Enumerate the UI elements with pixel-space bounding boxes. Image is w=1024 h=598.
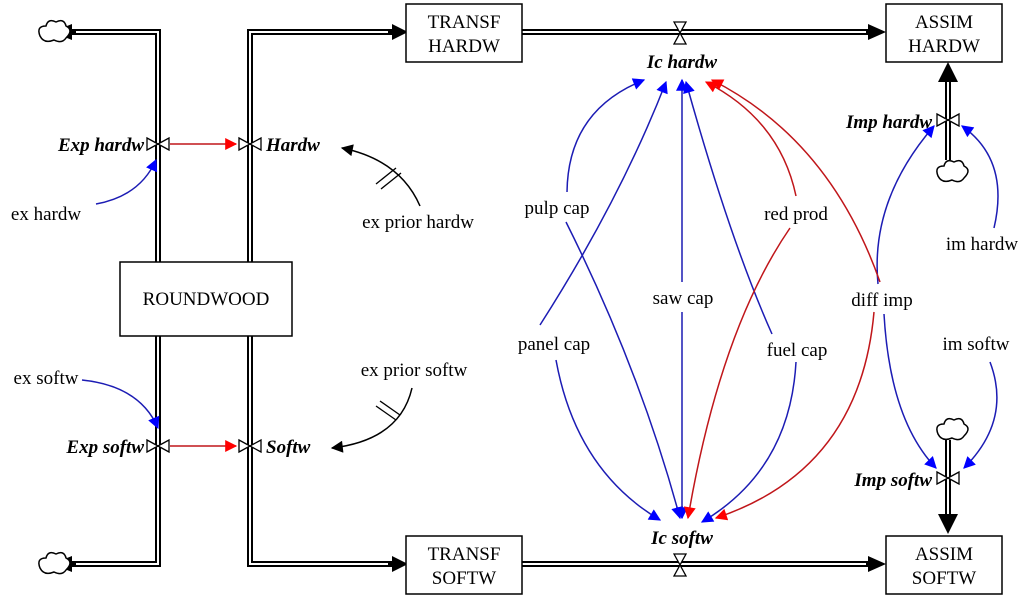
flow-imp-softw-label: Imp softw [853, 470, 932, 491]
red-links [683, 79, 881, 521]
flow-imp-hardw-label: Imp hardw [845, 112, 932, 133]
var-ex-prior-softw: ex prior softw [361, 360, 468, 381]
stock-assim-hardw [885, 3, 1003, 63]
valve-exp-hardw [146, 136, 170, 152]
var-ex-softw: ex softw [14, 368, 79, 389]
var-red-prod: red prod [764, 204, 828, 225]
flow-hardw-label: Hardw [265, 135, 320, 156]
flow-ic-softw-label: Ic softw [650, 528, 713, 549]
stock-transf-hardw-line2: HARDW [428, 36, 500, 57]
flow-exp-hardw-label: Exp hardw [57, 135, 144, 156]
stock-assim-softw [885, 535, 1003, 595]
var-im-softw: im softw [942, 334, 1009, 355]
flow-ic-hardw-label: Ic hardw [646, 52, 718, 73]
stock-roundwood-label: ROUNDWOOD [143, 289, 270, 310]
stock-assim-hardw-line2: HARDW [908, 36, 980, 57]
link-ex-prior-hardw [340, 144, 421, 207]
stock-assim-hardw-line1: ASSIM [915, 12, 973, 33]
stock-transf-hardw [405, 3, 523, 63]
link-ex-prior-softw [330, 387, 413, 453]
cloud-icon [38, 19, 71, 43]
var-pulp-cap: pulp cap [525, 198, 590, 219]
stock-transf-softw [405, 535, 523, 595]
stock-assim-softw-line1: ASSIM [915, 544, 973, 565]
valve-hardw [238, 136, 262, 152]
stock-assim-softw-line2: SOFTW [912, 568, 976, 589]
flow-exp-softw-label: Exp softw [65, 437, 144, 458]
cloud-icon [936, 417, 969, 441]
var-ex-hardw: ex hardw [11, 204, 81, 225]
pipes [72, 29, 951, 567]
stock-transf-softw-line2: SOFTW [432, 568, 496, 589]
var-panel-cap: panel cap [518, 334, 590, 355]
valve-imp-softw [936, 470, 960, 486]
var-saw-cap: saw cap [653, 288, 714, 309]
stock-transf-softw-line1: TRANSF [428, 544, 501, 565]
var-im-hardw: im hardw [946, 234, 1019, 255]
valve-ic-hardw [672, 21, 688, 45]
cloud-icon [936, 159, 969, 183]
var-ex-prior-hardw: ex prior hardw [362, 212, 474, 233]
var-diff-imp: diff imp [851, 290, 912, 311]
flow-softw-label: Softw [266, 437, 311, 458]
var-fuel-cap: fuel cap [767, 340, 828, 361]
valve-ic-softw [672, 553, 688, 577]
stock-transf-hardw-line1: TRANSF [428, 12, 501, 33]
stock-roundwood [119, 261, 293, 337]
valve-exp-softw [146, 438, 170, 454]
valve-imp-hardw [936, 112, 960, 128]
valve-softw [238, 438, 262, 454]
cloud-icon [38, 551, 71, 575]
blue-links [81, 78, 999, 523]
